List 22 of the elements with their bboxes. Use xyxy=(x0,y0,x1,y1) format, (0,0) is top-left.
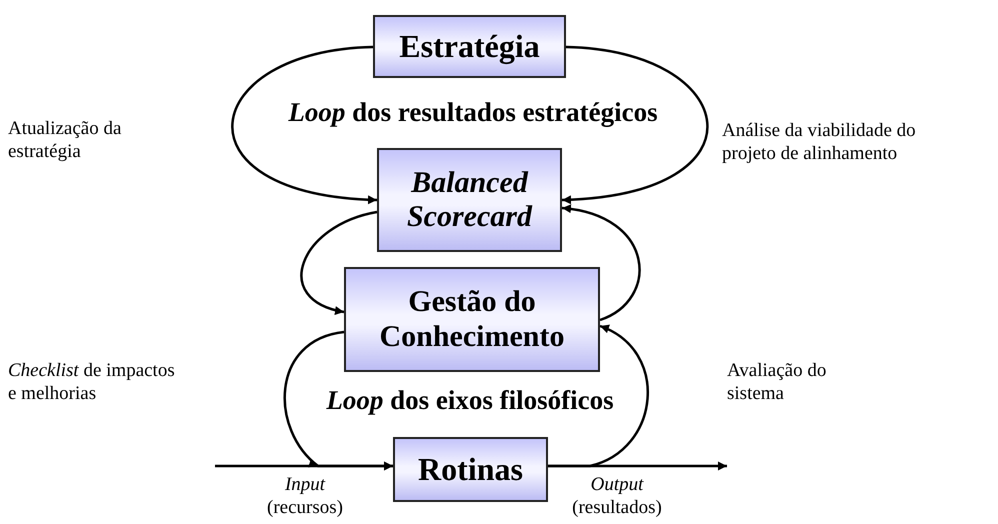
process-box xyxy=(373,15,566,78)
annotation-text: Output (resultados) xyxy=(571,474,663,520)
annotation-text: Análise da viabilidade do projeto de alinhamento xyxy=(722,120,917,166)
box-title: Balanced Scorecard xyxy=(406,166,534,234)
box-title: Rotinas xyxy=(418,451,523,488)
arrow xyxy=(562,204,641,322)
process-box xyxy=(377,148,562,252)
arrow xyxy=(215,462,393,470)
arrow xyxy=(562,46,708,204)
process-box xyxy=(344,267,600,372)
arrow xyxy=(548,462,727,470)
annotation-text: Input (recursos) xyxy=(266,474,344,520)
annotation-text: Checklist de impactos e melhorias xyxy=(8,360,176,406)
annotation-text: Atualização da estratégia xyxy=(8,118,122,164)
loop-label: Loop dos eixos filosóficos xyxy=(325,384,615,416)
box-title: Gestão do Conhecimento xyxy=(378,285,566,354)
loop-label: Loop dos resultados estratégicos xyxy=(287,96,659,128)
process-box xyxy=(393,437,548,502)
box-title: Estratégia xyxy=(399,28,540,65)
arrow xyxy=(300,210,378,314)
arrow xyxy=(232,46,378,204)
annotation-text: Avaliação do sistema xyxy=(727,360,828,406)
